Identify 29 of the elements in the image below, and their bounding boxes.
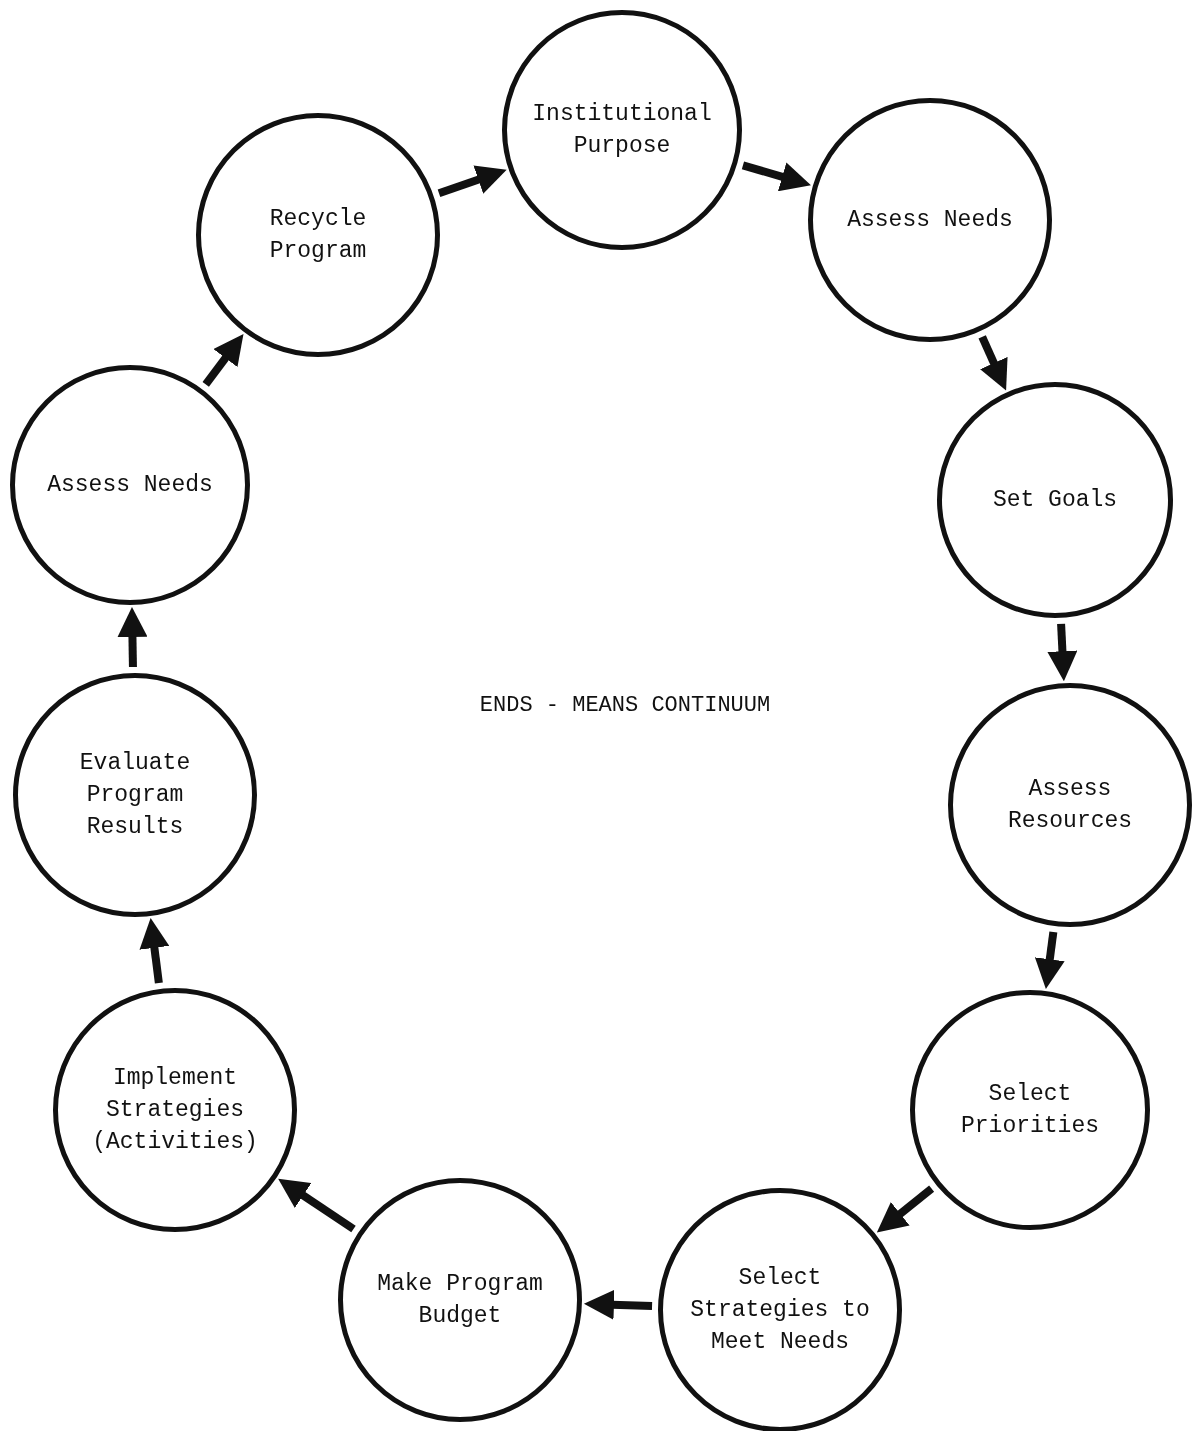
process-circle: [53, 988, 297, 1232]
arrow: [202, 334, 244, 387]
process-circle: [658, 1188, 902, 1431]
process-circle: [808, 98, 1052, 342]
node-text: Recycle Program: [268, 205, 368, 266]
node-text: Assess Resources: [1006, 775, 1134, 836]
arrow: [876, 1185, 935, 1233]
process-circle: [502, 10, 742, 250]
node-text: Implement Strategies (Activities): [91, 1064, 259, 1157]
process-circle: [13, 673, 257, 917]
node-text: Select Strategies to Meet Needs: [689, 1264, 871, 1357]
arrow: [741, 161, 811, 192]
arrow: [278, 1178, 356, 1233]
node-text: Institutional Purpose: [531, 100, 713, 161]
process-circle: [948, 683, 1192, 927]
node-text: Assess Needs: [47, 471, 213, 500]
node-text: Make Program Budget: [376, 1270, 544, 1331]
node-text: Evaluate Program Results: [78, 749, 192, 842]
process-circle: [196, 113, 440, 357]
node-text: Set Goals: [992, 486, 1118, 515]
process-circle: [910, 990, 1150, 1230]
process-circle: [10, 365, 250, 605]
node-text: Assess Needs: [847, 206, 1013, 235]
process-circle: [937, 382, 1173, 618]
node-text: Select Priorities: [960, 1080, 1100, 1141]
arrow: [437, 165, 507, 197]
arrow: [978, 335, 1008, 391]
process-circle: [338, 1178, 582, 1422]
center-label: ENDS - MEANS CONTINUUM: [479, 692, 771, 718]
